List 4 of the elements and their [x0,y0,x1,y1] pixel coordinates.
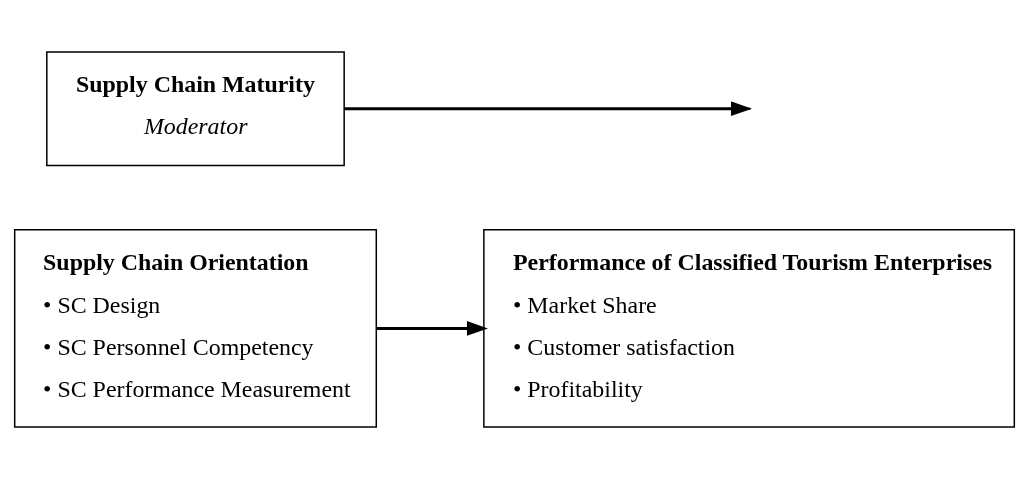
arrow [376,321,488,336]
node-box: Supply Chain Maturity Moderator [46,51,345,167]
node-box: Supply Chain Orientation • SC Design • SC Personnel Competency • SC Performance Measurement [13,229,378,428]
node-box: Performance of Classified Tourism Enterprises • Market Share • Customer satisfaction • Profitability [483,229,1016,428]
